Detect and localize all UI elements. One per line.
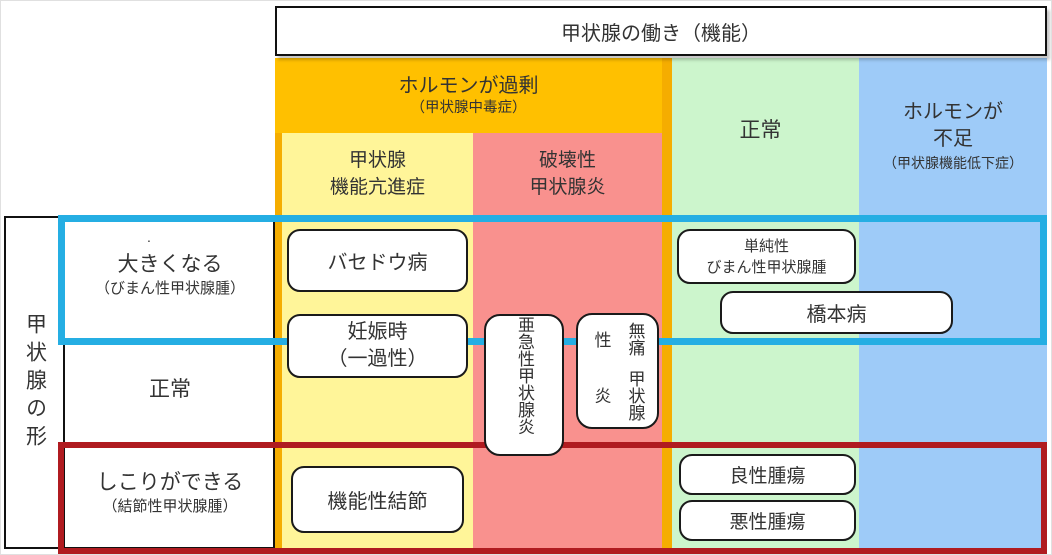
hyperthyroidism-label-line2: 機能亢進症: [329, 176, 425, 198]
pregnancy-label-line1: 妊娠時: [347, 321, 408, 343]
disease-box-malignant-tumor: 悪性腫瘍: [679, 500, 856, 541]
benign-tumor-label: 良性腫瘍: [729, 466, 806, 487]
disease-box-functional-nodule: 機能性結節: [291, 466, 464, 533]
column-divider-right: [662, 58, 672, 554]
simple-goiter-label-line2: びまん性甲状腺腫: [706, 258, 827, 276]
shape-axis-title: 甲状腺の形: [23, 312, 47, 453]
normal-shape-label: 正常: [149, 378, 191, 401]
nodular-sublabel: （結節性甲状腺腫）: [102, 498, 238, 515]
deficiency-label-line1: ホルモンが: [903, 101, 1003, 123]
disease-box-benign-tumor: 良性腫瘍: [679, 454, 856, 495]
basedow-label: バセドウ病: [327, 252, 428, 274]
deficiency-label-line3: （甲状腺機能低下症）: [883, 155, 1023, 171]
disease-box-subacute-thyroiditis: 亜急性 甲状腺炎: [484, 314, 564, 456]
row-label-enlarged: 大きくなる （びまん性甲状腺腫）: [65, 251, 275, 299]
normal-function-label: 正常: [739, 119, 782, 142]
destructive-label-line1: 破壊性: [538, 149, 596, 171]
disease-box-simple-diffuse-goiter: 単純性 びまん性甲状腺腫: [677, 229, 856, 284]
header-destructive-thyroiditis: 破壊性 甲状腺炎: [473, 133, 662, 214]
functional-nodule-label: 機能性結節: [327, 491, 428, 513]
malignant-tumor-label: 悪性腫瘍: [729, 512, 806, 533]
shape-axis-header: 甲状腺の形: [6, 218, 65, 547]
header-hormone-deficiency: ホルモンが 不足 （甲状腺機能低下症）: [859, 58, 1047, 214]
subacute-label-col1: 亜急性: [515, 316, 534, 367]
subacute-label-col2: 甲状腺炎: [515, 367, 534, 435]
pregnancy-label-line2: （一過性）: [327, 348, 428, 370]
table-title: 甲状腺の働き（機能）: [275, 6, 1047, 56]
hormone-excess-sublabel: （甲状腺中毒症）: [410, 100, 527, 116]
nodular-label: しこりができる: [96, 471, 244, 494]
header-normal-function: 正常: [662, 58, 859, 214]
hormone-excess-label: ホルモンが過剰: [398, 75, 539, 97]
destructive-label-line2: 甲状腺炎: [529, 176, 606, 198]
disease-box-basedow: バセドウ病: [287, 229, 468, 292]
nodular-goiter-row-outline: [58, 442, 1047, 554]
enlarged-sublabel: （びまん性甲状腺腫）: [94, 280, 245, 297]
destructive-thyroiditis-column-background: [473, 58, 662, 554]
painless-label-col2: 甲状腺炎: [591, 369, 645, 421]
hyperthyroidism-label-line1: 甲状腺: [348, 149, 406, 171]
table-title-label: 甲状腺の働き（機能）: [561, 22, 761, 45]
shape-axis-block: 甲状腺の形: [4, 216, 275, 549]
hashimoto-label: 橋本病: [806, 304, 867, 326]
row-label-normal: 正常: [65, 376, 275, 404]
disease-box-painless-thyroiditis: 無痛性 甲状腺炎: [576, 313, 659, 429]
simple-goiter-label-line1: 単純性: [743, 237, 789, 255]
disease-box-hashimoto: 橋本病: [720, 291, 953, 334]
enlarged-label: 大きくなる: [117, 253, 223, 276]
painless-vertical-text: 無痛性 甲状腺炎: [584, 315, 652, 427]
disease-box-pregnancy-transient: 妊娠時 （一過性）: [287, 314, 468, 378]
row-label-nodular: しこりができる （結節性甲状腺腫）: [65, 469, 275, 517]
header-hyperthyroidism: 甲状腺 機能亢進症: [282, 133, 473, 214]
deficiency-label-line2: 不足: [933, 128, 973, 150]
column-divider-left: [275, 58, 282, 554]
stray-dot: .: [147, 229, 151, 245]
subacute-vertical-text: 亜急性 甲状腺炎: [507, 316, 541, 454]
header-hormone-excess: ホルモンが過剰 （甲状腺中毒症）: [275, 58, 662, 133]
painless-label-col1: 無痛性: [591, 322, 645, 356]
